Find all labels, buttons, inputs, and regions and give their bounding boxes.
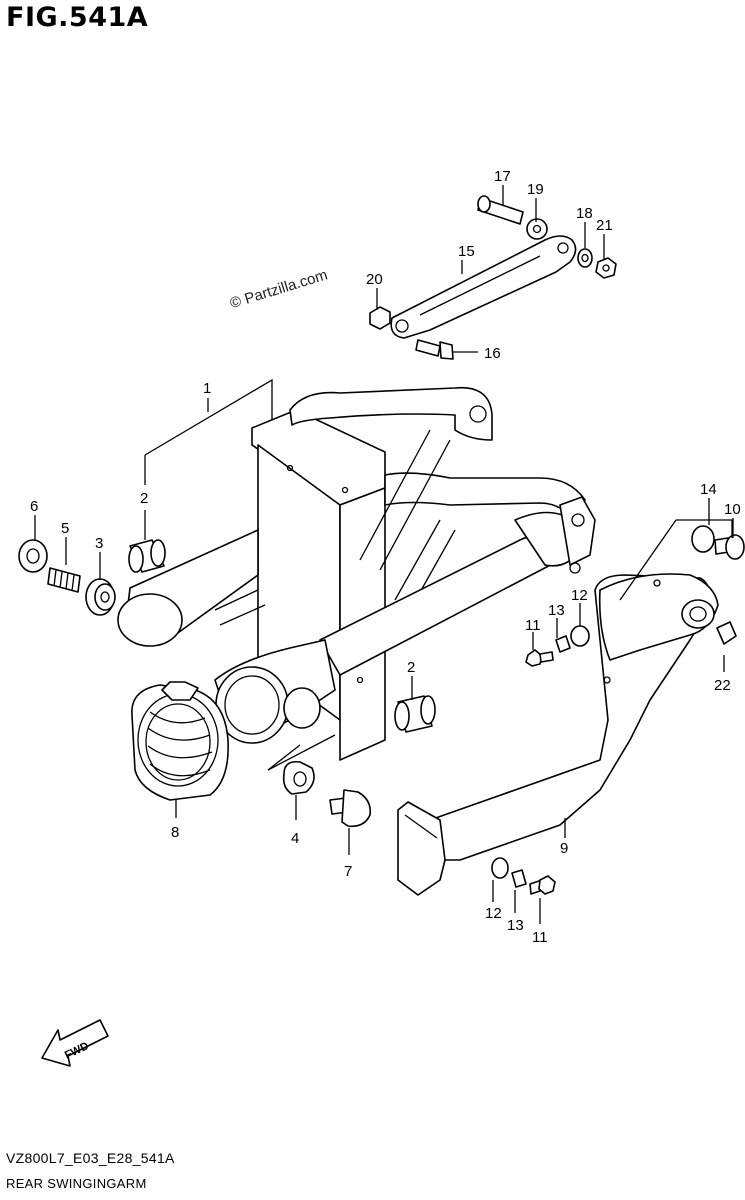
figure-title: FIG.541A [6,2,149,33]
callout-18: 18 [576,205,593,222]
torque-rod-bolt-16[interactable] [415,339,454,360]
torque-rod-nut-20[interactable] [369,306,391,330]
swingarm-bracket[interactable] [397,573,719,896]
callout-11-upper: 11 [525,617,541,634]
callout-20: 20 [366,271,383,288]
torque-rod-washer-19[interactable] [526,218,548,240]
bolt-14[interactable] [691,525,715,553]
callout-4: 4 [291,830,299,847]
torque-rod[interactable] [390,235,577,339]
collar-13-lower[interactable] [511,869,527,888]
callout-9: 9 [560,840,568,857]
callout-22: 22 [714,677,731,694]
diagram-code: VZ800L7_E03_E28_541A [6,1150,175,1166]
fwd-arrow-icon: FWD [41,1019,109,1067]
bolt-10[interactable] [714,534,745,560]
callout-10: 10 [724,501,741,518]
pivot-spacer[interactable] [47,567,81,593]
callout-14: 14 [700,481,717,498]
callout-15: 15 [458,243,475,260]
callout-6: 6 [30,498,38,515]
bushing-12-lower[interactable] [491,857,509,879]
rubber-boot[interactable] [131,681,229,801]
torque-rod-bolt[interactable] [477,195,524,225]
callout-3: 3 [95,535,103,552]
leader-lines [34,185,734,924]
callout-2-lower: 2 [407,659,415,676]
callout-8: 8 [171,824,179,841]
bolt-11-lower[interactable] [529,875,556,895]
callout-13-upper: 13 [548,602,565,619]
dust-cap[interactable] [18,539,48,573]
callout-19: 19 [527,181,544,198]
callout-1: 1 [203,380,211,397]
callout-17: 17 [494,168,511,185]
diagram-name: REAR SWINGINGARM [6,1176,147,1191]
callout-2-upper: 2 [140,490,148,507]
washer-22[interactable] [716,621,737,645]
callout-11-lower: 11 [532,929,548,946]
needle-bearing-upper[interactable] [128,539,166,573]
callout-labels: 1 2 2 3 4 5 6 7 8 9 10 11 11 12 12 13 13… [30,168,741,946]
needle-bearing-lower[interactable] [394,695,436,733]
callout-7: 7 [344,863,352,880]
torque-rod-nut-21[interactable] [595,257,617,279]
callout-5: 5 [61,520,69,537]
callout-13-lower: 13 [507,917,524,934]
callout-16: 16 [484,345,501,362]
collar-13-upper[interactable] [555,635,571,653]
bolt-11-upper[interactable] [525,649,554,667]
swingarm-body[interactable] [117,386,596,761]
callout-21: 21 [596,217,613,234]
pivot-bolt[interactable] [329,789,372,828]
pivot-nut[interactable] [282,760,315,795]
torque-rod-washer-18[interactable] [577,248,593,268]
callout-12-lower: 12 [485,905,502,922]
bushing-12-upper[interactable] [570,625,590,647]
callout-12-upper: 12 [571,587,588,604]
tapered-bearing[interactable] [85,578,116,616]
